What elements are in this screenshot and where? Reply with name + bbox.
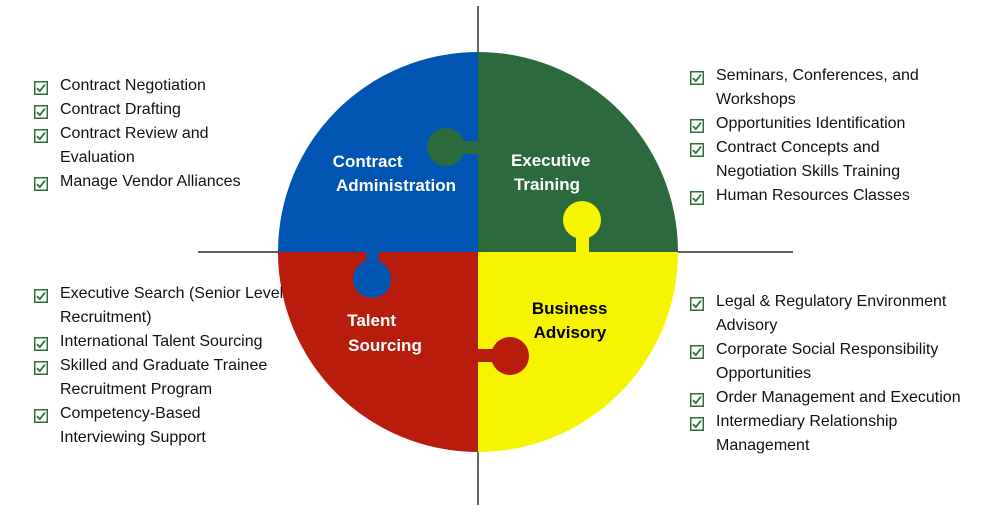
list-item: Executive Search (Senior Level Recruitme… (34, 282, 284, 330)
checkbox-icon (690, 69, 704, 85)
label-business-advisory: Business Advisory (532, 299, 612, 342)
checkbox-icon (34, 127, 48, 143)
list-item: International Talent Sourcing (34, 330, 284, 354)
list-item: Competency-Based Interviewing Support (34, 402, 284, 450)
list-item: Seminars, Conferences, and Workshops (690, 64, 960, 112)
checkbox-icon (690, 295, 704, 311)
green-knob (427, 128, 480, 166)
checkbox-icon (690, 189, 704, 205)
yellow-knob (563, 201, 601, 254)
blue-knob (353, 250, 391, 298)
label-talent-sourcing: Talent Sourcing (347, 311, 422, 355)
list-item: Contract Concepts and Negotiation Skills… (690, 136, 960, 184)
list-item: Corporate Social Responsibility Opportun… (690, 338, 980, 386)
list-item: Contract Negotiation (34, 74, 264, 98)
list-item: Human Resources Classes (690, 184, 960, 208)
talent-sourcing-list: Executive Search (Senior Level Recruitme… (34, 282, 284, 450)
label-contract-administration: Contract Administration (333, 152, 456, 195)
executive-training-piece (478, 52, 678, 252)
contract-administration-piece (278, 52, 478, 252)
checkbox-icon (34, 287, 48, 303)
business-advisory-list: Legal & Regulatory Environment Advisory … (690, 290, 980, 458)
list-item: Intermediary Relationship Management (690, 410, 980, 458)
executive-training-list: Seminars, Conferences, and Workshops Opp… (690, 64, 960, 208)
checkbox-icon (690, 117, 704, 133)
checkbox-icon (690, 141, 704, 157)
red-knob (476, 337, 529, 375)
list-item: Opportunities Identification (690, 112, 960, 136)
label-executive-training: Executive Training (511, 151, 595, 194)
checkbox-icon (34, 79, 48, 95)
checkbox-icon (690, 391, 704, 407)
list-item: Contract Review and Evaluation (34, 122, 264, 170)
checkbox-icon (34, 407, 48, 423)
checkbox-icon (690, 343, 704, 359)
list-item: Order Management and Execution (690, 386, 980, 410)
list-item: Skilled and Graduate Trainee Recruitment… (34, 354, 284, 402)
business-advisory-piece (478, 252, 678, 452)
list-item: Contract Drafting (34, 98, 264, 122)
talent-sourcing-piece (278, 252, 478, 452)
checkbox-icon (690, 415, 704, 431)
list-item: Legal & Regulatory Environment Advisory (690, 290, 980, 338)
contract-administration-list: Contract Negotiation Contract Drafting C… (34, 74, 264, 194)
list-item: Manage Vendor Alliances (34, 170, 264, 194)
checkbox-icon (34, 335, 48, 351)
checkbox-icon (34, 359, 48, 375)
checkbox-icon (34, 103, 48, 119)
checkbox-icon (34, 175, 48, 191)
